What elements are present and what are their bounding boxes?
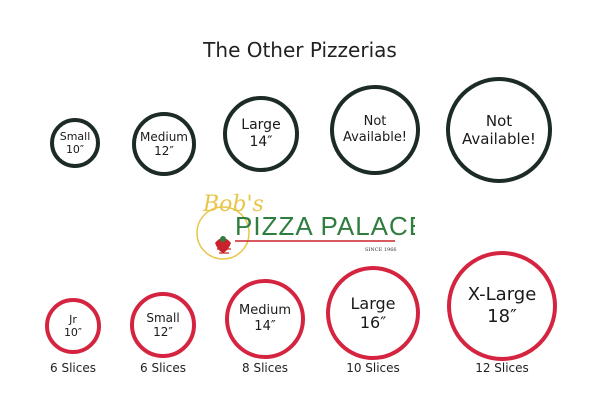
- bobs-size-jr: Jr 10″: [45, 298, 101, 354]
- size-note: Available!: [342, 130, 408, 145]
- size-name: X-Large: [467, 284, 537, 306]
- size-note: Available!: [462, 130, 536, 148]
- size-name: Not: [485, 112, 513, 130]
- size-inches: 16″: [359, 313, 387, 332]
- size-name: Medium: [140, 129, 188, 144]
- other-size-small: Small 10″: [50, 118, 100, 168]
- logo-name: PIZZA PALACE: [235, 211, 415, 241]
- bobs-size-x-large: X-Large 18″: [447, 251, 557, 361]
- slice-count-jr: 6 Slices: [50, 361, 96, 375]
- bobs-size-medium: Medium 14″: [225, 279, 305, 359]
- size-name: Small: [146, 310, 180, 325]
- logo-ring: [196, 206, 250, 260]
- logo-since: SINCE 1966: [365, 247, 397, 253]
- slice-count-large: 10 Slices: [346, 361, 400, 375]
- bobs-size-large: Large 16″: [326, 266, 420, 360]
- size-inches: 10″: [65, 143, 85, 156]
- bobs-pizza-palace-logo: Bob's PIZZA PALACE SINCE 1966: [195, 183, 426, 273]
- logo-script: Bob's: [202, 192, 264, 217]
- size-inches: 14″: [249, 134, 273, 150]
- size-inches: 12″: [154, 144, 174, 158]
- size-name: Large: [241, 117, 281, 134]
- page-title: The Other Pizzerias: [203, 38, 397, 62]
- chef-icon: [215, 236, 231, 254]
- size-inches: 18″: [487, 306, 517, 327]
- slice-count-x-large: 12 Slices: [475, 361, 529, 375]
- size-inches: 10″: [63, 326, 83, 339]
- size-inches: 14″: [254, 319, 276, 334]
- slice-count-small: 6 Slices: [140, 361, 186, 375]
- other-size-large: Large 14″: [223, 96, 299, 172]
- other-size-not-available-2: Not Available!: [446, 77, 552, 183]
- logo-graphic: Bob's PIZZA PALACE SINCE 1966: [196, 192, 426, 260]
- size-name: Large: [350, 293, 396, 313]
- size-name: Jr: [69, 312, 77, 326]
- bobs-size-small: Small 12″: [130, 292, 196, 358]
- size-name: Not: [363, 114, 387, 130]
- size-name: Small: [59, 129, 91, 143]
- size-name: Medium: [239, 303, 291, 319]
- other-size-medium: Medium 12″: [132, 112, 196, 176]
- other-size-not-available-1: Not Available!: [330, 85, 420, 175]
- slice-count-medium: 8 Slices: [242, 361, 288, 375]
- size-inches: 12″: [153, 325, 173, 339]
